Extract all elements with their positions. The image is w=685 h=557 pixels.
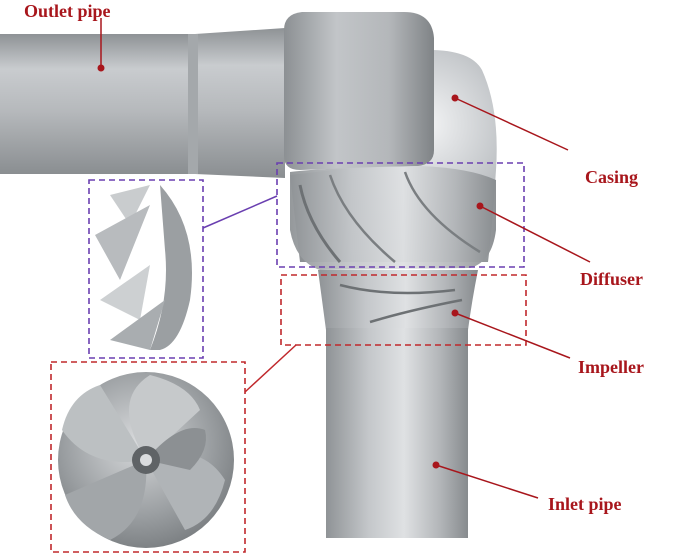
impeller-leader [455,313,570,358]
diffuser-dot [477,203,484,210]
impeller-dot [452,310,459,317]
casing-label: Casing [585,167,638,187]
diffuser-shape [290,166,496,270]
inlet-pipe-label: Inlet pipe [548,494,622,514]
outlet-pipe-label: Outlet pipe [24,1,111,21]
diffuser-label: Diffuser [580,269,643,289]
impeller-inset [58,372,234,548]
inlet-pipe-shape [326,328,468,538]
diffuser-leader [480,206,590,262]
elbow-block-shape [284,12,434,170]
casing-dot [452,95,459,102]
diffuser-inset [95,185,192,350]
outlet-pipe-dot [98,65,105,72]
impeller-label: Impeller [578,357,644,377]
diffuser-connector [203,196,277,228]
inlet-pipe-dot [433,462,440,469]
impeller-shape [318,270,478,330]
impeller-connector [245,345,296,392]
outlet-pipe-shape [0,28,285,178]
